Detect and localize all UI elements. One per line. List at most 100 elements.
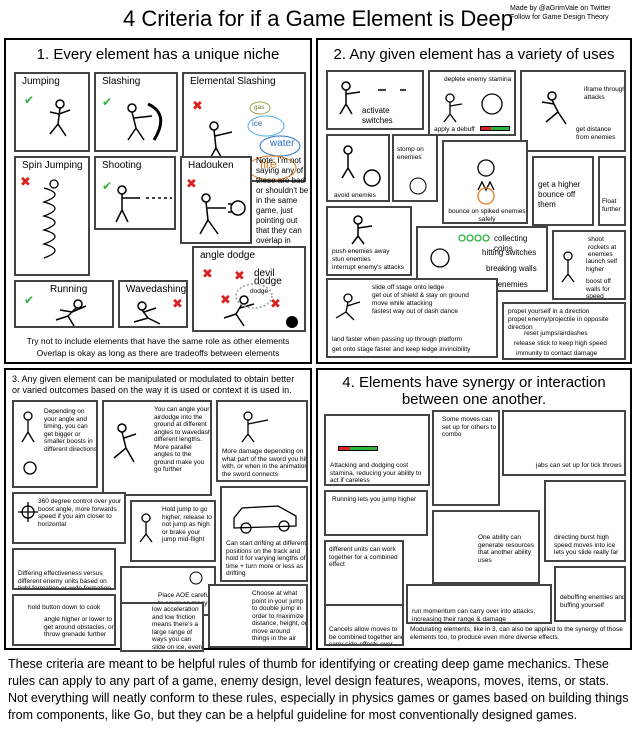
panel-label: Hadouken [188,160,234,171]
q1-footnote-1: Try not to include elements that have th… [26,336,290,346]
label-distance: get distance from enemies [576,126,616,141]
check-icon: ✔ [102,95,113,109]
ice-label: ice [252,119,263,128]
label-float: Float further [602,198,621,213]
label-hit-enemies: hitting enemies [474,280,528,289]
text-drift: Can start drifting at different position… [226,540,307,577]
spiked-enemy-icon [477,159,495,205]
panel-shooting: Shooting ✔ [94,156,176,230]
stick-figure-icon [115,185,172,223]
panel-float: Float further [598,156,626,226]
label-propel: propel yourself in a direction [508,308,590,315]
quadrant-3-title: 3. Any given element can be manipulated … [12,374,295,395]
panel-resource: One ability can generate resources that … [432,510,540,584]
panel-label: devil dodge [254,268,282,287]
label-stun: stun enemies [332,256,371,263]
panel-momentum: run momentum can carry over into attacks… [406,584,552,624]
panel-iframe: iframe through attacks get distance from… [520,70,626,152]
check-icon: ✔ [24,293,35,307]
stick-figure-icon [443,93,503,123]
label-release: release stick to keep high speed [514,340,607,347]
stick-figure-icon [223,283,298,328]
credit-line-2: Follow for Game Design Theory [510,14,609,21]
quadrant-4: 4. Elements have synergy or interaction … [316,368,632,650]
stick-figure-icon [241,411,269,443]
quadrant-1: 1. Every element has a unique niche Jump… [4,38,312,364]
panel-stomp: stomp on enemies [392,134,438,202]
label-slide-off: slide off stage onto ledge [372,284,445,291]
stick-figure-icon [341,145,381,187]
quadrant-2: 2. Any given element has a variety of us… [316,38,632,364]
cross-icon: ✖ [234,268,245,283]
label-boost-walls: boost off walls for speed [586,278,611,300]
label-get-onto: get onto stage faster and keep ledge inv… [332,346,471,353]
text-aoe-diff: Differing effectiveness versus different… [18,570,111,590]
label-hit-switches: hitting switches [482,248,537,257]
label-get-out: get out of shield & stay on ground [372,292,469,299]
credit: Made by @aGrimVale on Twitter Follow for… [510,4,630,22]
label-interrupt: interrupt enemy's attacks [332,264,405,271]
cross-icon: ✖ [20,174,31,189]
panel-spin-jumping: Spin Jumping ✖ [14,156,90,276]
panel-airdodge: You can angle your airdodge into the gro… [102,400,212,496]
label-deplete: deplete enemy stamina [444,76,512,83]
panel-aoe-diff: Differing effectiveness versus different… [12,548,116,590]
label-fastest: fastest way out of dash dance [372,308,458,315]
q4-footnote: Modulating elements, like in 3, can also… [410,626,623,641]
panel-label: Running [50,284,88,295]
label-iframe: iframe through attacks [584,86,626,101]
stick-figure-icon [133,301,161,325]
panel-label: Slashing [102,76,141,87]
text-rope: Choose at what point in your jump to dou… [252,590,307,642]
panel-label: Wavedashing [126,284,187,295]
stick-figure-icon [199,193,246,235]
bomb-icon [189,571,203,585]
text-airdodge: You can angle your airdodge into the gro… [154,406,212,473]
quadrant-1-title: 1. Every element has a unique niche [36,46,280,63]
panel-debuff: debuffing enemies and buffing yourself [554,566,626,622]
panel-label: Jumping [22,76,60,87]
panel-boost: Depending on your angle and timing, you … [12,400,98,488]
label-higher-bounce: get a higher bounce off them [538,180,581,209]
panel-sword: More damage depending on what part of th… [216,400,308,482]
text-running: Running lets you jump higher [332,496,417,503]
quadrant-3: 3. Any given element can be manipulated … [4,368,312,652]
footer-text: These criteria are meant to be helpful r… [8,657,629,722]
panel-deplete-stamina: deplete enemy stamina apply a debuff [428,70,516,136]
panel-label: Elemental Slashing [190,76,276,87]
cross-icon: ✖ [192,98,203,113]
panel-avoid: avoid enemies [326,134,390,202]
label-land-faster: land faster when passing up through plat… [332,336,463,343]
stick-figure-icon [127,102,163,141]
panel-slashing: Slashing ✔ [94,72,178,152]
character-icon [430,234,490,268]
panel-activate-switches: activate switches [326,70,424,130]
stick-figure-icon [49,99,71,137]
label-propel-enemy: propel enemy/projectile in opposite dire… [508,316,609,331]
quadrant-4-title: 4. Elements have synergy or interaction … [342,374,606,408]
cross-icon: ✖ [186,176,197,191]
label-coins: collecting coins [494,234,528,253]
cross-icon: ✖ [270,296,281,311]
stick-figure-icon [335,293,361,321]
text-angle: angle higher or lower to get around obst… [44,616,114,638]
stick-figure-icon [21,411,37,475]
text-momentum: run momentum can carry over into attacks… [412,608,536,623]
label-break-walls: breaking walls [486,264,537,273]
label-stomp: stomp on enemies [397,146,424,161]
panel-burst: directing burst high speed moves into ic… [544,480,626,562]
panel-ice: low acceleration and low friction means … [120,602,204,652]
panel-angle-dodge: angle dodge devil dodge dodge ✖ ✖ ✖ ✖ [192,246,306,332]
stick-figure-icon [139,513,153,543]
text-debuff: debuffing enemies and buffing yourself [560,594,626,609]
panel-higher-bounce: get a higher bounce off them [532,156,594,226]
cross-icon: ✖ [220,292,231,307]
label-activate: activate switches [362,106,393,125]
text-360: 360 degree control over your boost angle… [38,498,122,528]
panel-wavedashing: Wavedashing ✖ [118,280,188,328]
stick-figure-icon [113,423,137,463]
panel-setup: Some moves can set up for others to comb… [432,410,500,506]
car-icon [233,505,297,534]
target-icon [18,502,38,522]
label-push: push enemies away [332,248,390,255]
